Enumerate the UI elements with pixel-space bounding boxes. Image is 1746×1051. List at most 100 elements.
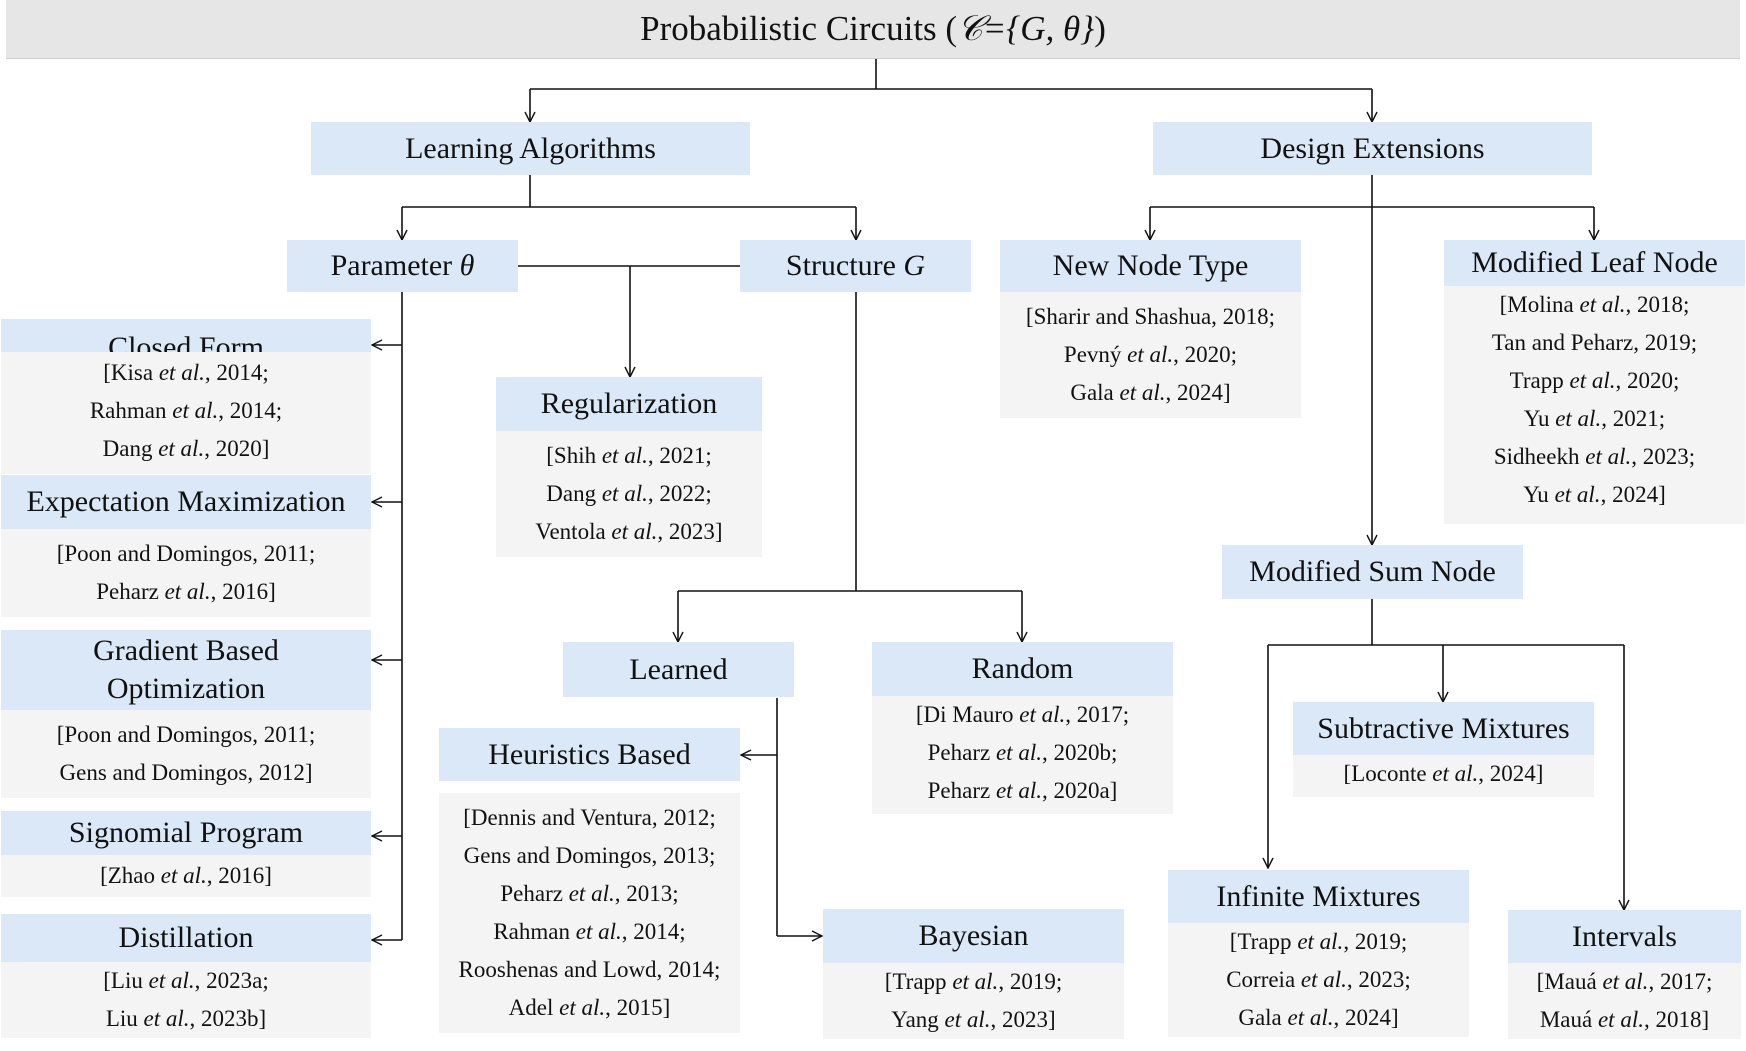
reference-line: Trapp et al., 2020; <box>1448 362 1741 400</box>
node-new-node-type: New Node Type [Sharir and Shashua, 2018;… <box>1000 240 1301 418</box>
reference-etal: et al. <box>611 519 658 544</box>
node-label: Regularization <box>540 387 718 420</box>
node-intervals: Intervals [Mauá et al., 2017;Mauá et al.… <box>1508 910 1741 1039</box>
node-modified-sum-node: Modified Sum Node <box>1222 545 1523 599</box>
reference-year: , 2014; <box>204 360 269 385</box>
node-gradient-based-optimization: Gradient Based Optimization [Poon and Do… <box>1 630 371 798</box>
reference-etal: et al. <box>1287 1005 1334 1030</box>
reference-year: , 2019; <box>998 969 1063 994</box>
node-header: Heuristics Based <box>439 728 740 781</box>
reference-line: Dang et al., 2020] <box>5 430 367 468</box>
reference-year: , 2020a] <box>1041 778 1118 803</box>
reference-year: , 2021; <box>1601 406 1666 431</box>
node-label: Distillation <box>118 921 254 954</box>
reference-year: , 2021; <box>647 443 712 468</box>
node-refs: [Liu et al., 2023a;Liu et al., 2023b] <box>1 962 371 1038</box>
node-subtractive-mixtures: Subtractive Mixtures [Loconte et al., 20… <box>1293 702 1594 797</box>
reference-year: , 2020] <box>204 436 270 461</box>
node-refs: [Dennis and Ventura, 2012;Gens and Domin… <box>439 793 740 1033</box>
node-refs: [Molina et al., 2018; Tan and Peharz, 201… <box>1444 286 1745 524</box>
reference-year: , 2023b] <box>189 1006 267 1031</box>
reference-etal: et al. <box>952 969 999 994</box>
reference-author: Gens and Domingos, 2012] <box>59 760 313 785</box>
reference-line: Liu et al., 2023b] <box>5 1000 367 1038</box>
reference-author: Tan and Peharz, 2019; <box>1491 330 1698 355</box>
reference-line: [Mauá et al., 2017; <box>1510 963 1739 1001</box>
node-infinite-mixtures: Infinite Mixtures [Trapp et al., 2019;Co… <box>1168 870 1469 1037</box>
reference-year: , 2023a; <box>194 968 269 993</box>
node-label: Learned <box>629 652 728 686</box>
reference-author: [Sharir and Shashua, 2018; <box>1025 304 1276 329</box>
reference-line: Yu et al., 2021; <box>1448 400 1741 438</box>
reference-line: Adel et al., 2015] <box>443 989 736 1027</box>
reference-author: Yang <box>891 1007 939 1032</box>
reference-etal: et al. <box>1432 761 1479 786</box>
reference-author: [Poon and Domingos, 2011; <box>56 541 316 566</box>
node-label: Design Extensions <box>1260 131 1485 165</box>
node-distillation: Distillation [Liu et al., 2023a;Liu et a… <box>1 914 371 1038</box>
reference-line: Gala et al., 2024] <box>1004 374 1297 412</box>
node-symbol: G <box>903 249 926 282</box>
reference-line: [Poon and Domingos, 2011; <box>5 535 367 573</box>
node-header: Random <box>872 642 1173 696</box>
root-title: Probabilistic Circuits (𝒞={G, θ}) <box>6 0 1740 59</box>
node-regularization: Regularization [Shih et al., 2021;Dang e… <box>496 377 762 557</box>
reference-author: Dang <box>102 436 153 461</box>
node-refs: [Di Mauro et al., 2017;Peharz et al., 20… <box>872 696 1173 814</box>
node-learned: Learned <box>563 642 794 697</box>
reference-line: Peharz et al., 2020a] <box>876 772 1169 810</box>
reference-author: Trapp <box>1509 368 1564 393</box>
reference-year: , 2024] <box>1478 761 1544 786</box>
reference-etal: et al. <box>1300 967 1347 992</box>
reference-year: , 2024] <box>1165 380 1231 405</box>
reference-etal: et al. <box>1597 1007 1644 1032</box>
node-header: Modified Leaf Node <box>1444 240 1745 286</box>
reference-etal: et al. <box>1602 969 1649 994</box>
root-title-math: 𝒞={G, θ} <box>957 9 1095 48</box>
reference-line: Gens and Domingos, 2013; <box>443 837 736 875</box>
reference-author: Gala <box>1070 380 1114 405</box>
node-structure: Structure G <box>740 240 971 292</box>
reference-year: , 2013; <box>614 881 679 906</box>
reference-line: [Dennis and Ventura, 2012; <box>443 799 736 837</box>
node-header: Subtractive Mixtures <box>1293 702 1594 755</box>
node-closed-form: Closed Form [Kisa et al., 2014;Rahman et… <box>1 319 371 474</box>
reference-author: [Trapp <box>884 969 947 994</box>
node-header: Closed Form <box>1 319 371 352</box>
reference-line: [Kisa et al., 2014; <box>5 354 367 392</box>
reference-line: Tan and Peharz, 2019; <box>1448 324 1741 362</box>
reference-author: [Poon and Domingos, 2011; <box>56 722 316 747</box>
reference-author: [Shih <box>546 443 597 468</box>
reference-author: Dang <box>546 481 597 506</box>
reference-year: , 2023] <box>657 519 723 544</box>
node-heuristics-based: Heuristics Based [Dennis and Ventura, 20… <box>439 728 740 1033</box>
reference-year: , 2024] <box>1600 482 1666 507</box>
reference-line: Yang et al., 2023] <box>827 1001 1120 1039</box>
node-label: Closed Form <box>108 331 264 352</box>
root-title-prefix: Probabilistic Circuits ( <box>640 9 958 48</box>
reference-author: Adel <box>508 995 554 1020</box>
reference-author: [Mauá <box>1536 969 1597 994</box>
reference-author: Rooshenas and Lowd, 2014; <box>458 957 721 982</box>
reference-year: , 2016] <box>206 863 272 888</box>
reference-author: Rahman <box>493 919 570 944</box>
reference-author: Peharz <box>927 740 991 765</box>
reference-etal: et al. <box>143 1006 190 1031</box>
reference-year: , 2014; <box>621 919 686 944</box>
reference-year: , 2020b; <box>1041 740 1118 765</box>
reference-line: [Molina et al., 2018; <box>1448 286 1741 324</box>
reference-line: Pevný et al., 2020; <box>1004 336 1297 374</box>
edge-root <box>530 58 1372 90</box>
reference-etal: et al. <box>568 881 615 906</box>
node-design-extensions: Design Extensions <box>1153 122 1592 175</box>
edge-design <box>1150 175 1594 208</box>
node-header: Gradient Based Optimization <box>1 630 371 710</box>
reference-line: Peharz et al., 2016] <box>5 573 367 611</box>
node-label-line2: Optimization <box>106 672 266 705</box>
reference-etal: et al. <box>172 398 219 423</box>
reference-etal: et al. <box>1554 482 1601 507</box>
node-refs: [Sharir and Shashua, 2018; Pevný et al., … <box>1000 292 1301 418</box>
node-header: Distillation <box>1 914 371 962</box>
reference-etal: et al. <box>1569 368 1616 393</box>
